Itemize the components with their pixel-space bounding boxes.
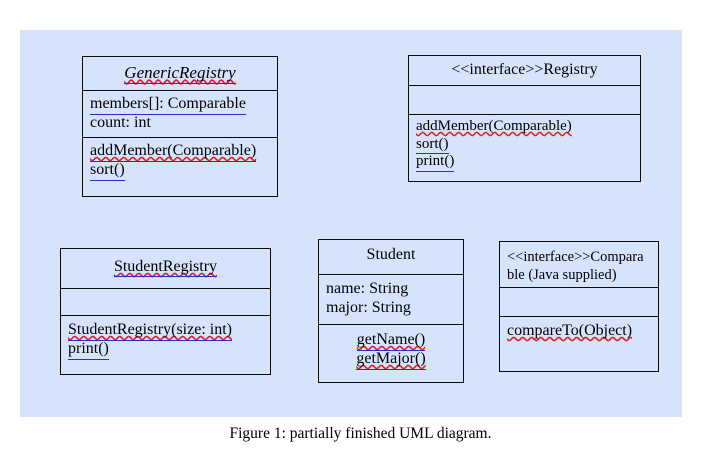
uml-class-box-registry: <<interface>>Registry addMember(Comparab… [408,55,641,182]
attribute-text: major: String [326,298,411,316]
methods-compartment: compareTo(Object) [500,317,658,371]
attribute-row: name: String [326,280,456,299]
attribute-text: count: int [90,113,151,131]
attributes-compartment-empty [61,289,270,316]
class-name-comparable: <<interface>>Compara ble (Java supplied) [507,248,651,284]
class-name-student: Student [326,246,456,264]
methods-compartment: addMember(Comparable) sort() [83,138,277,196]
class-name-compartment: StudentRegistry [61,249,270,289]
methods-compartment: getName() getMajor() [319,325,463,382]
class-name-text: Student [366,246,416,263]
method-row: getMajor() [326,349,456,370]
uml-class-box-student: Student name: String major: String getNa… [318,239,464,383]
class-name-text: StudentRegistry [113,258,218,277]
method-text: sort() [90,160,125,181]
method-row: StudentRegistry(size: int) [68,321,263,341]
method-text: compareTo(Object) [507,322,633,339]
attributes-compartment-empty [500,288,658,317]
method-row: sort() [90,160,270,181]
uml-class-box-generic-registry: GenericRegistry members[]: Comparable co… [82,56,278,197]
method-text: addMember(Comparable) [416,118,572,134]
method-text: getName() [356,331,426,351]
class-name-generic-registry: GenericRegistry [90,63,270,84]
attributes-compartment-empty [409,86,640,115]
class-name-compartment: <<interface>>Registry [409,56,640,86]
attributes-compartment: members[]: Comparable count: int [83,91,277,138]
method-text: print() [416,153,455,172]
class-name-student-registry: StudentRegistry [68,258,263,277]
attribute-row: count: int [90,114,270,133]
attribute-row: major: String [326,299,456,318]
attribute-text: name: String [326,280,409,297]
figure-panel: GenericRegistry members[]: Comparable co… [20,30,682,417]
method-text: getMajor() [356,349,426,370]
method-text: StudentRegistry(size: int) [68,321,232,341]
method-text: print() [68,339,109,360]
method-row: addMember(Comparable) [416,118,633,136]
class-name-text-line2: ble (Java supplied) [507,267,617,284]
method-text: addMember(Comparable) [90,142,257,162]
class-name-compartment: <<interface>>Compara ble (Java supplied) [500,242,658,288]
class-name-text: GenericRegistry [124,63,237,84]
method-row: print() [416,153,633,172]
methods-compartment: StudentRegistry(size: int) print() [61,316,270,374]
uml-class-box-comparable: <<interface>>Compara ble (Java supplied)… [499,241,659,372]
method-text: sort() [416,135,449,155]
figure-caption: Figure 1: partially finished UML diagram… [0,418,721,443]
class-name-text-line1: <<interface>>Compara [507,249,644,265]
method-row: getName() [326,331,456,351]
attribute-row: members[]: Comparable [90,95,270,115]
method-row: print() [68,339,263,360]
class-name-compartment: GenericRegistry [83,57,277,91]
class-name-text: <<interface>>Registry [451,61,598,78]
method-row: compareTo(Object) [507,322,651,341]
class-name-compartment: Student [319,240,463,275]
methods-compartment: addMember(Comparable) sort() print() [409,115,640,181]
uml-class-box-student-registry: StudentRegistry StudentRegistry(size: in… [60,248,271,375]
class-name-registry: <<interface>>Registry [416,61,633,79]
method-row: sort() [416,135,633,155]
method-row: addMember(Comparable) [90,142,270,162]
attributes-compartment: name: String major: String [319,275,463,325]
attribute-text: members[]: Comparable [90,95,246,115]
